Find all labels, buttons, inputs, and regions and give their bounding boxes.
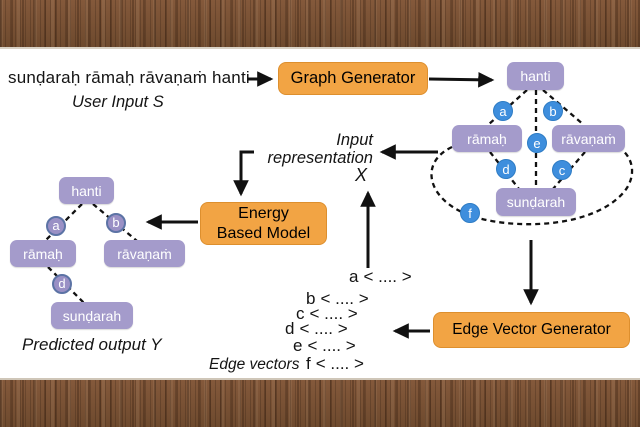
edge-vector-a-label: a [349,267,359,286]
edge-ramah-ravanam-loop [430,145,634,226]
edge-vector-c-value: < .... > [309,304,358,323]
user-input-label: User Input S [72,93,164,111]
wood-frame-top [0,0,640,49]
edge-vector-row-e: e< .... > [293,336,356,356]
edge-vector-f-label: f [306,354,311,373]
predicted-node-hanti: hanti [59,177,114,204]
predicted-edge-node-a: a [46,216,66,236]
arrow-graph-generator-to-graph [428,71,495,88]
edge-vector-row-d: d< .... > [285,319,348,339]
edge-vector-c-label: c [296,304,305,323]
predicted-edge-node-d: d [52,274,72,294]
graph-edge-node-b: b [543,101,563,121]
graph-edge-node-d: d [496,159,516,179]
input-representation-label: Input representation [252,131,374,167]
graph-node-sundarah: sunḍarah [496,188,576,216]
arrow-input-representation-to-ebm [233,150,254,197]
edge-vector-row-f: f< .... > [306,354,364,374]
input-representation-line1: Input [336,131,373,149]
edge-vector-d-value: < .... > [299,319,348,338]
user-input-sentence: sunḍaraḥ rāmaḥ rāvaṇaṁ hanti [8,68,250,87]
graph-edge-node-a: a [493,101,513,121]
edge-ravanam-sundarah [552,151,586,190]
edge-vector-row-c: c< .... > [296,304,358,324]
edge-vector-a-value: < .... > [363,267,412,286]
edge-vector-row-b: b< .... > [306,289,369,309]
wood-frame-bottom [0,378,640,427]
edge-vectors-label: Edge vectors [209,356,300,373]
graph-node-ravanam: rāvaṇaṁ [552,125,625,152]
edge-vector-b-label: b [306,289,316,308]
edge-vector-d-label: d [285,319,295,338]
edge-ramah-sundarah [489,151,520,190]
edge-vector-f-value: < .... > [315,354,364,373]
energy-based-model-box: Energy Based Model [200,202,327,245]
graph-edge-node-c: c [552,160,572,180]
graph-edge-node-f: f [460,203,480,223]
predicted-node-ramah: rāmaḥ [10,240,76,267]
edge-vector-e-value: < .... > [307,336,356,355]
graph-generator-box: Graph Generator [278,62,428,95]
edge-vector-row-a: a< .... > [349,267,412,287]
edge-vector-generator-box: Edge Vector Generator [433,312,630,348]
graph-node-hanti: hanti [507,62,564,90]
ebm-line2: Based Model [216,224,311,242]
input-representation-variable: X [355,165,368,185]
predicted-output-label: Predicted output Y [22,335,162,354]
predicted-node-sundarah: sunḍarah [51,302,133,329]
input-representation-line2: representation [267,149,374,167]
predicted-edge-node-b: b [106,213,126,233]
graph-node-ramah: rāmaḥ [452,125,522,152]
predicted-node-ravanam: rāvaṇaṁ [104,240,185,267]
graph-edge-node-e: e [527,133,547,153]
ebm-line1: Energy [238,204,289,222]
edge-vector-b-value: < .... > [320,289,369,308]
edge-vector-e-label: e [293,336,303,355]
